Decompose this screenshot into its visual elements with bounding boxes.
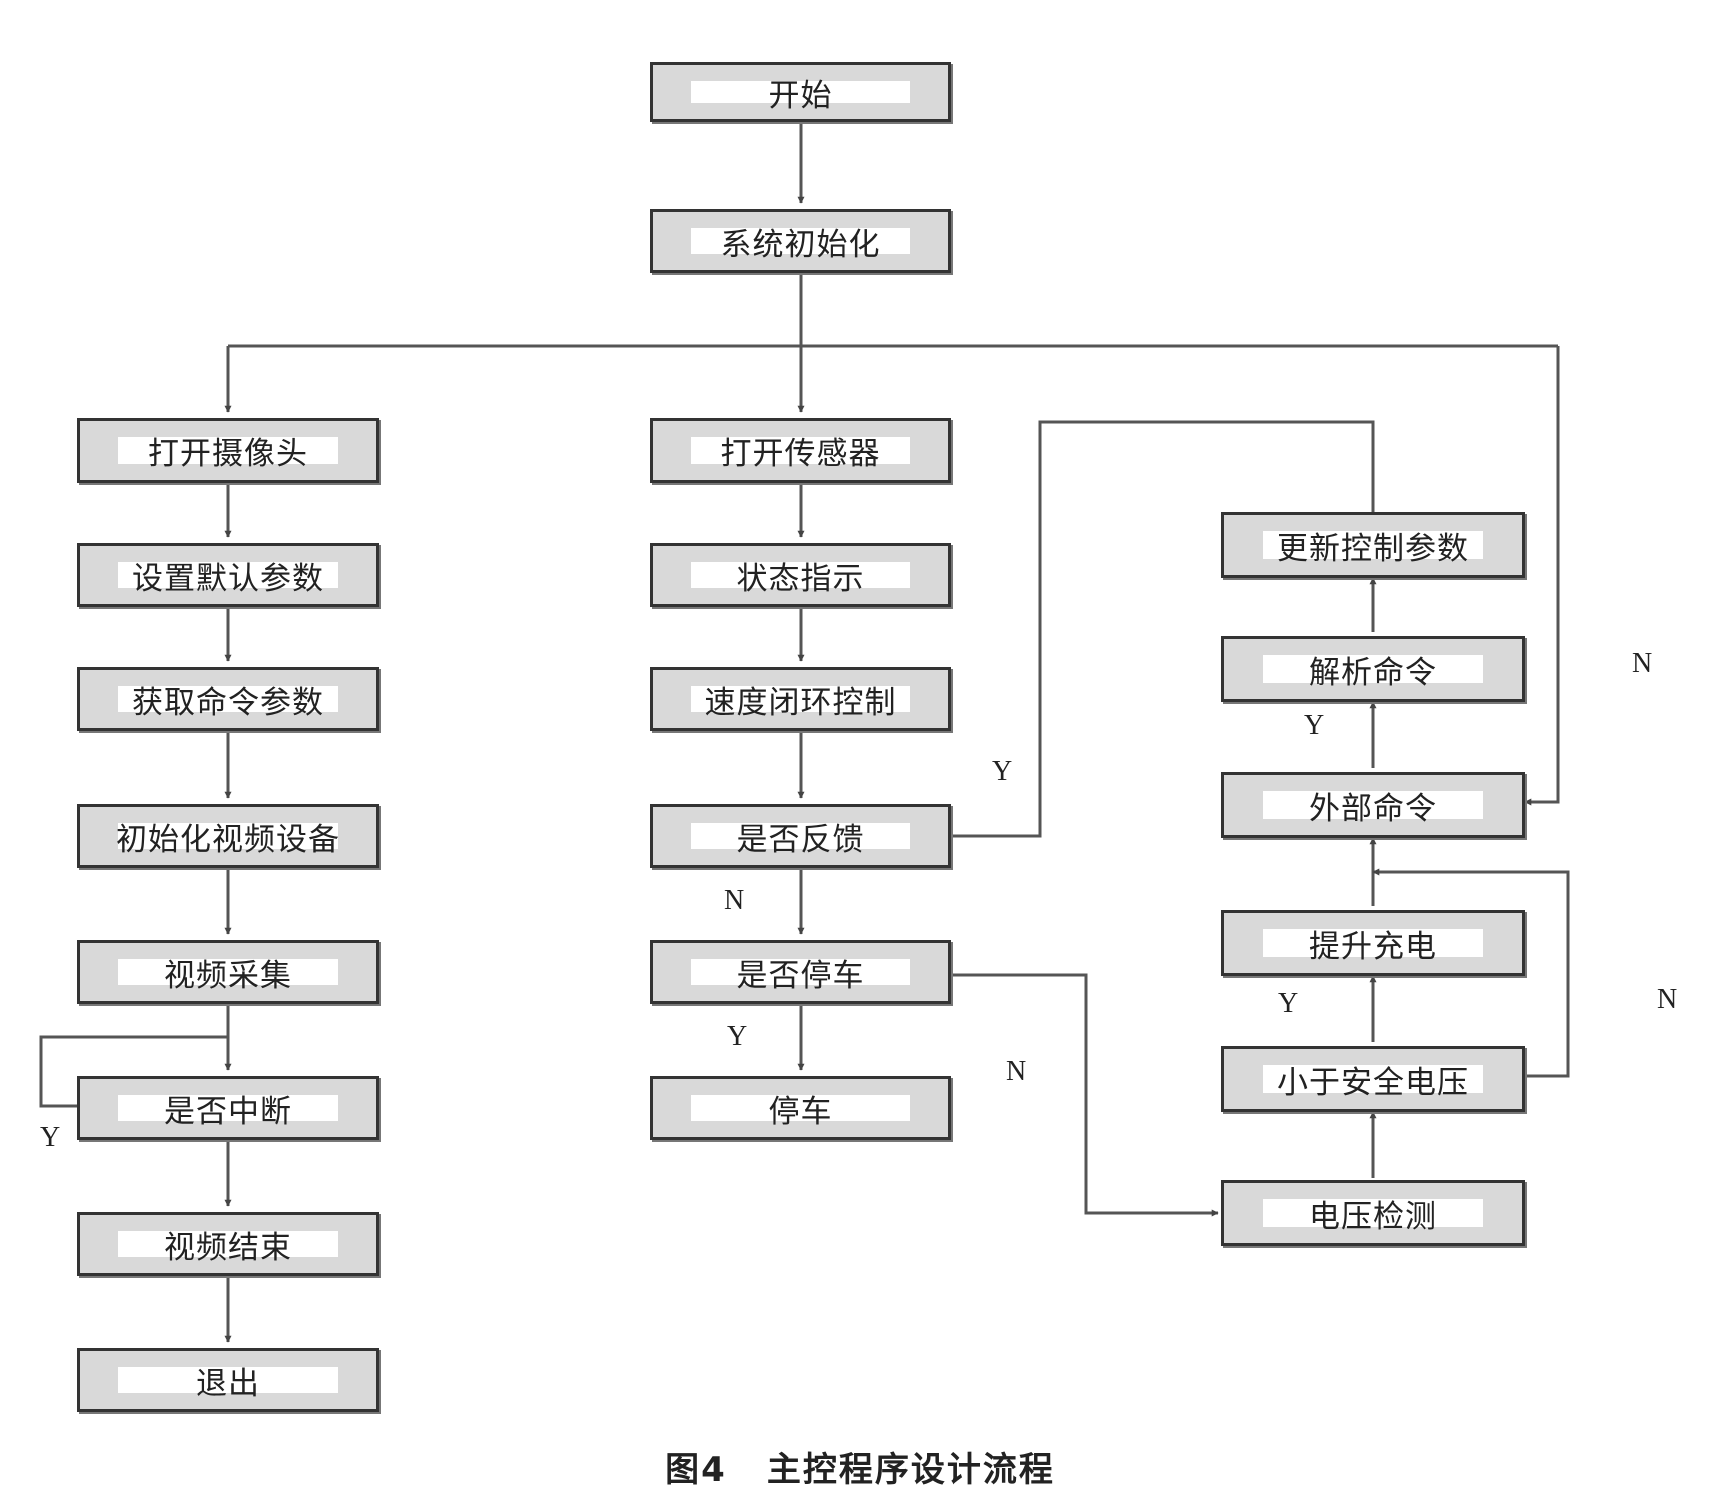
node-voltage-detect: 电压检测 [1221,1180,1525,1246]
node-is-interrupt-label: 是否中断 [118,1094,338,1130]
edge-isstop-voltage [950,973,1219,1217]
node-below-safe-voltage: 小于安全电压 [1221,1046,1525,1112]
node-get-command-params: 获取命令参数 [77,667,379,731]
node-status-indicate: 状态指示 [650,543,951,607]
node-init-video-device-label: 初始化视频设备 [116,821,340,858]
figure-title: 主控程序设计流程 [766,1450,1055,1490]
figure-number: 图4 [665,1450,727,1490]
node-video-end-label: 视频结束 [118,1230,338,1266]
node-below-safe-voltage-label: 小于安全电压 [1262,1065,1484,1101]
node-system-init: 系统初始化 [650,209,951,273]
flag-safe-n: N [1657,984,1678,1015]
node-is-feedback-label: 是否反馈 [691,822,910,858]
node-update-control-params-label: 更新控制参数 [1262,531,1484,567]
node-start-label: 开始 [691,78,910,114]
node-boost-charge: 提升充电 [1221,910,1525,976]
node-exit-label: 退出 [118,1366,338,1402]
node-is-stop-label: 是否停车 [691,958,910,994]
edge-safe-loop [1372,868,1570,1078]
node-is-stop: 是否停车 [650,940,951,1004]
node-is-interrupt: 是否中断 [77,1076,379,1140]
node-init-video-device: 初始化视频设备 [77,804,379,868]
node-external-command: 外部命令 [1221,772,1525,838]
flag-right-n: N [1632,648,1653,679]
node-set-default-params: 设置默认参数 [77,543,379,607]
node-stop: 停车 [650,1076,951,1140]
flag-interrupt-y: Y [40,1122,61,1153]
node-get-command-params-label: 获取命令参数 [118,685,338,721]
node-open-sensor: 打开传感器 [650,418,951,483]
node-boost-charge-label: 提升充电 [1262,929,1484,965]
node-stop-label: 停车 [691,1094,910,1130]
node-external-command-label: 外部命令 [1262,791,1484,827]
node-voltage-detect-label: 电压检测 [1262,1199,1484,1235]
node-parse-command-label: 解析命令 [1262,655,1484,691]
node-parse-command: 解析命令 [1221,636,1525,702]
node-video-capture: 视频采集 [77,940,379,1004]
flag-stop-n: N [1006,1056,1027,1087]
figure-caption: 图4 主控程序设计流程 [0,1442,1720,1491]
node-open-camera: 打开摄像头 [77,418,379,483]
flag-safe-y: Y [1278,988,1299,1019]
edge-split-external [1524,346,1560,806]
node-update-control-params: 更新控制参数 [1221,512,1525,578]
node-system-init-label: 系统初始化 [691,227,910,263]
node-video-capture-label: 视频采集 [118,958,338,994]
node-open-sensor-label: 打开传感器 [691,436,910,472]
node-speed-loop-control: 速度闭环控制 [650,667,951,731]
flag-stop-y: Y [727,1021,748,1052]
flag-parse-y: Y [1304,710,1325,741]
node-set-default-params-label: 设置默认参数 [118,561,338,597]
flag-feedback-y: Y [992,756,1013,787]
node-video-end: 视频结束 [77,1212,379,1276]
node-speed-loop-control-label: 速度闭环控制 [691,685,910,721]
node-status-indicate-label: 状态指示 [691,561,910,597]
node-is-feedback: 是否反馈 [650,804,951,868]
node-open-camera-label: 打开摄像头 [118,436,338,472]
edge-interrupt-loop [39,1035,228,1108]
node-start: 开始 [650,62,951,122]
node-exit: 退出 [77,1348,379,1412]
edge-feedback-update [950,420,1375,838]
flag-feedback-n: N [724,885,745,916]
